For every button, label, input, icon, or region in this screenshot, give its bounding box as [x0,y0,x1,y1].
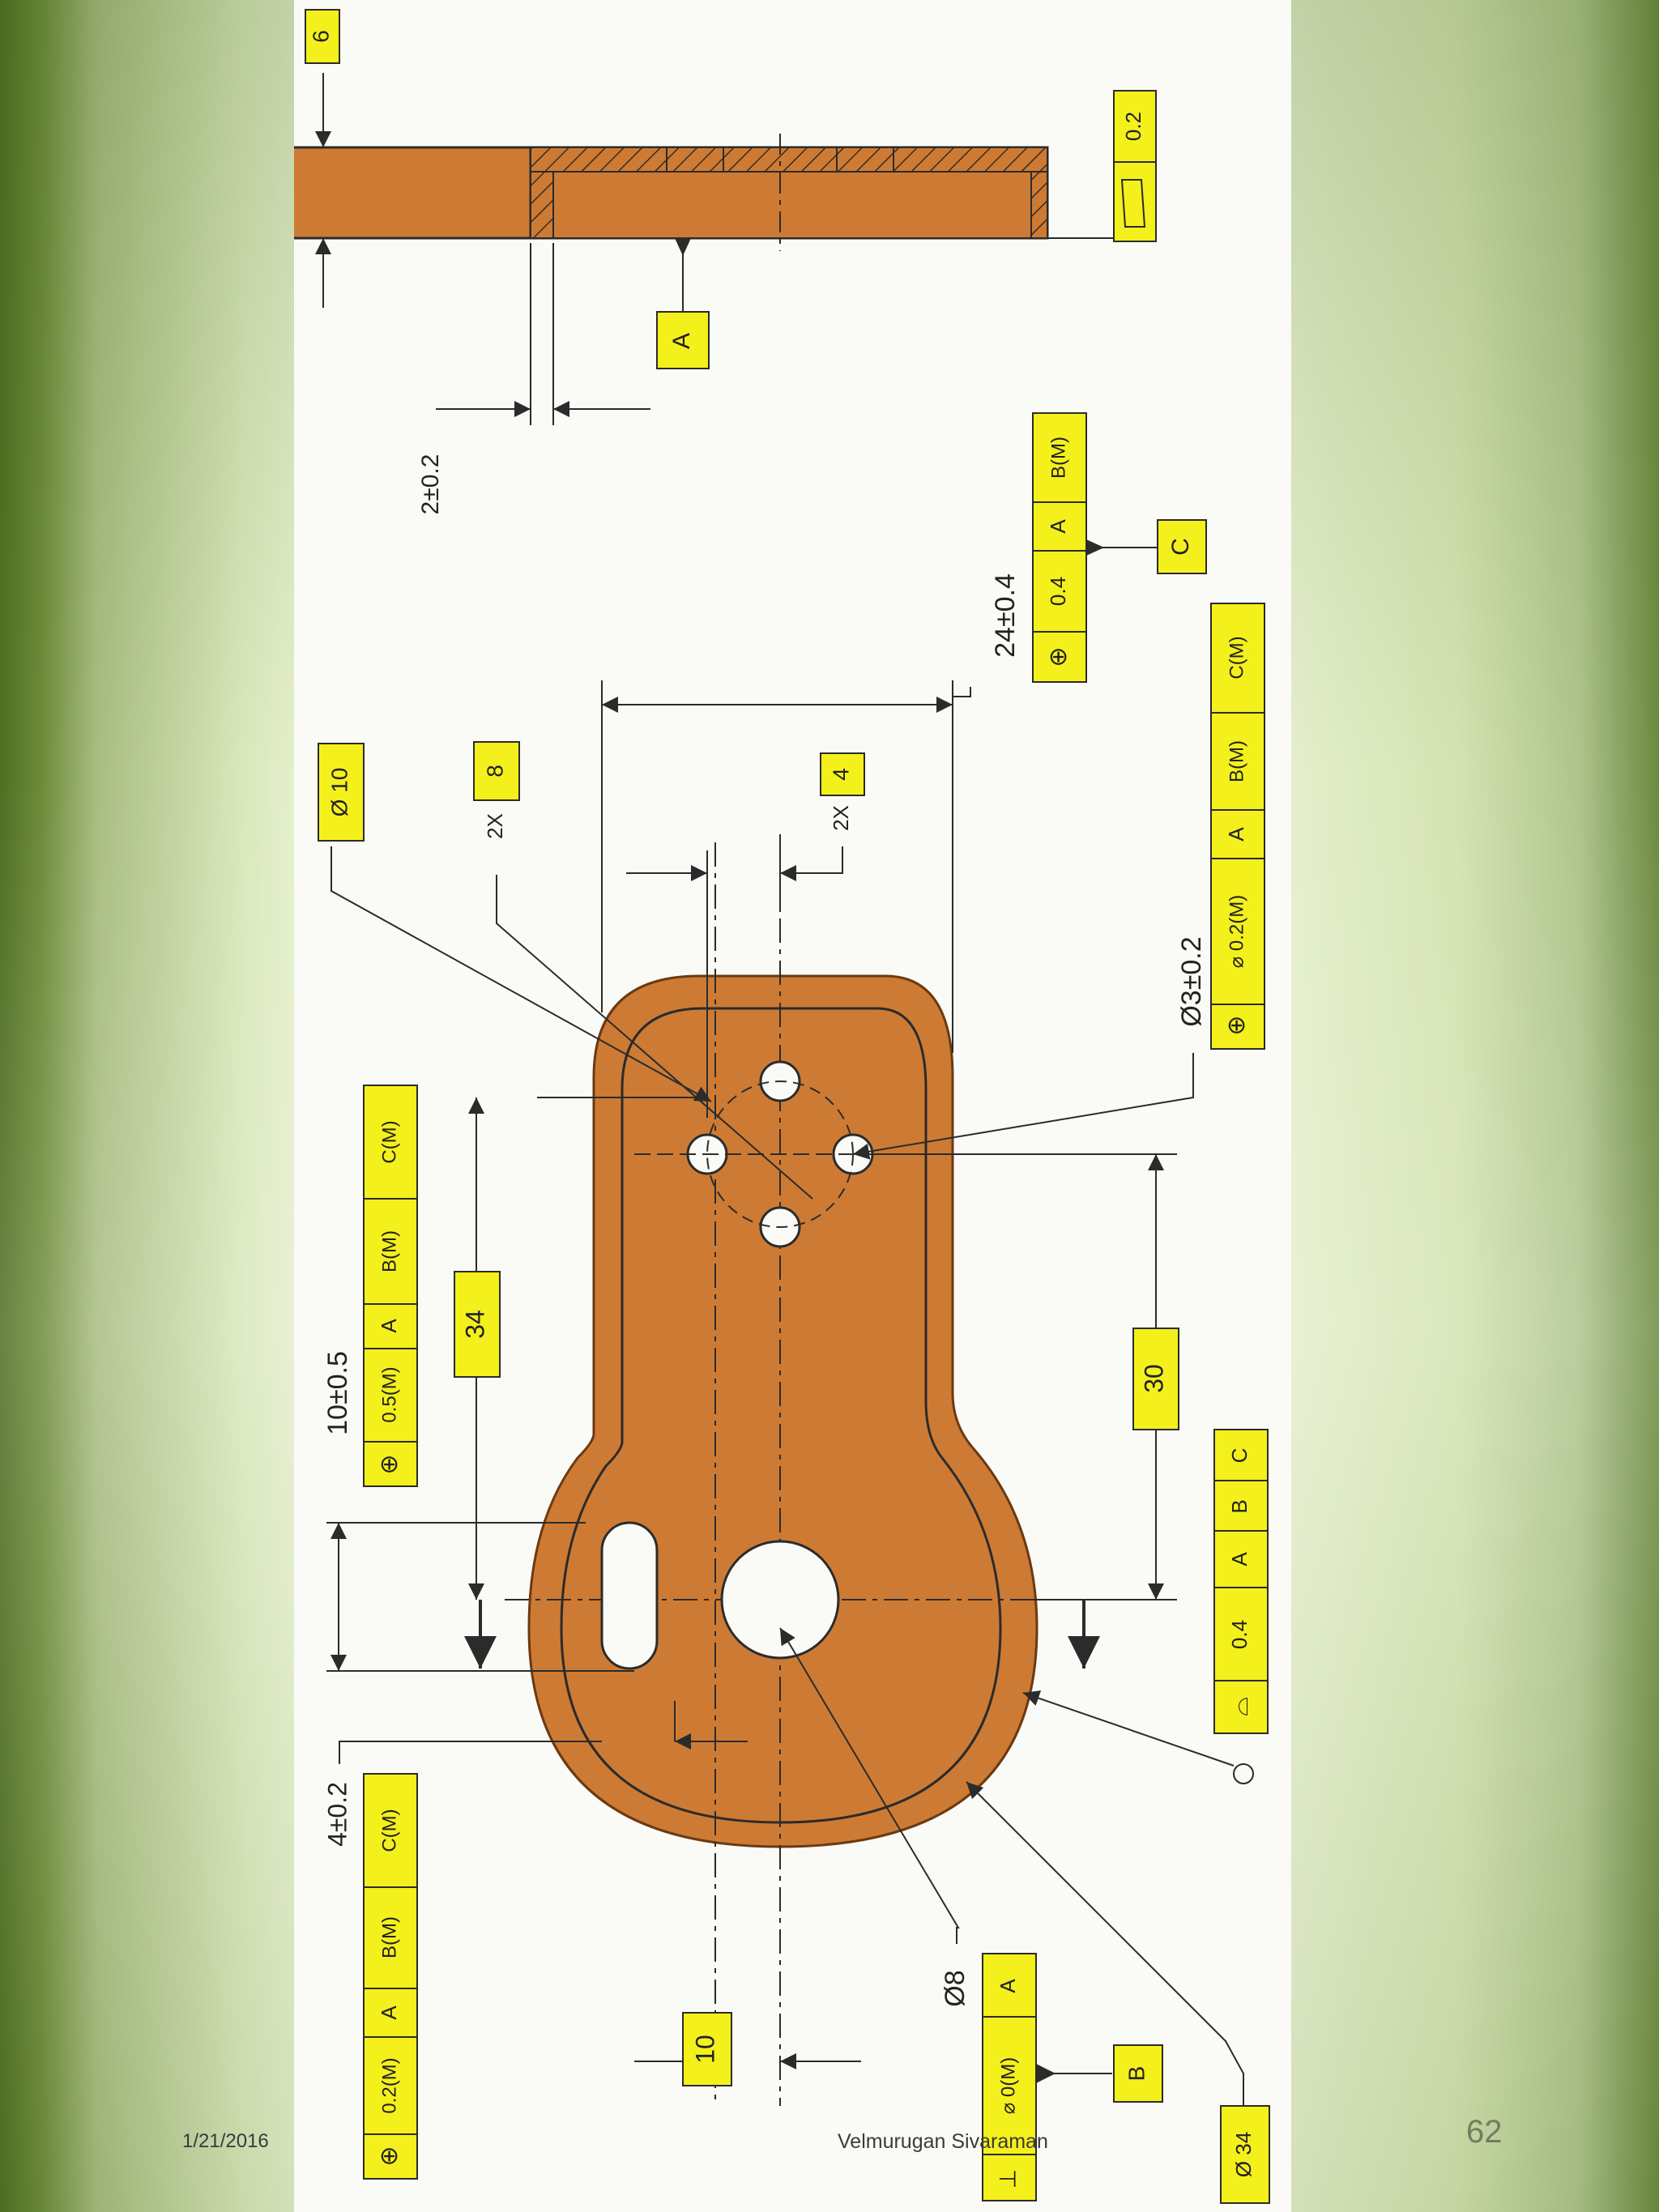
fcf-holes: ⊕ ⌀ 0.2(M) A B(M) C(M) Ø3±0.2 [852,603,1265,1160]
holes-dia-label: Ø3±0.2 [1176,936,1207,1026]
fcf-holes-sym: ⊕ [1223,1015,1250,1035]
dim-width-24: 24±0.4 [601,573,1021,1053]
flatness-value: 0.2 [1121,112,1145,141]
datum-a-label: A [668,333,695,349]
dia34-callout: Ø 34 [966,1781,1270,2204]
fcf-c-a: A [1046,519,1070,534]
fcf-holes-b: B(M) [1226,740,1247,782]
fcf-profile-sym: ⌓ [1226,1697,1253,1716]
dia8-label: Ø8 [940,1970,970,2006]
fcf-pos4: 4±0.2 ⊕ 0.2(M) A B(M) C(M) [322,1701,748,2180]
thickness-label: 6 [308,30,333,43]
twox-8-callout: 8 2X 4 2X [473,741,865,1200]
twox-8-label: 8 [482,765,507,778]
fcf-pos4-b: B(M) [378,1916,400,1958]
dim-34: 34 [454,1097,699,1600]
dia10-callout: Ø 10 [318,743,712,1102]
fcf-slot-b: B(M) [378,1230,400,1272]
dim-4-label: 4±0.2 [322,1782,352,1847]
fcf-profile-tol: 0.4 [1227,1620,1252,1649]
fcf-dia8-sym: ⊥ [995,2169,1020,2189]
wall-label: 2±0.2 [417,454,444,515]
dim-10-label: 10 [690,2035,719,2064]
section-arrows [464,1600,1100,1669]
datum-c-label: C [1167,538,1194,556]
dim-10: 10 [634,2012,861,2086]
dia10-label: Ø 10 [326,768,352,817]
flatness-frame: 0.2 [1047,90,1157,242]
section-plate-visible-group [529,134,1049,251]
dim-30: 30 [861,1153,1179,1600]
fcf-dia8-tol: ⌀ 0(M) [997,2057,1019,2114]
fcf-slot: ⊕ 0.5(M) A B(M) C(M) 10±0.5 [322,1085,634,1672]
twox-8-prefix: 2X [483,813,507,839]
fcf-holes-c: C(M) [1226,636,1247,679]
slot-10-label: 10±0.5 [322,1351,353,1435]
part-plan [505,834,1096,2106]
fcf-c-sym: ⊕ [1045,646,1072,667]
fcf-holes-tol: ⌀ 0.2(M) [1226,895,1247,968]
twox-4-prefix: 2X [829,805,853,831]
page-number: 62 [1466,2114,1503,2150]
dia34-label: Ø 34 [1231,2132,1256,2177]
fcf-c: ⊕ 0.4 A B(M) C [1032,412,1207,683]
width-24-label: 24±0.4 [990,573,1021,658]
twox-4-label: 4 [828,768,853,781]
fcf-dia8-a: A [996,1979,1020,1993]
fcf-slot-sym: ⊕ [376,1454,403,1474]
datum-a: A [656,238,710,369]
fcf-pos4-tol: 0.2(M) [378,2057,400,2113]
fcf-profile-b: B [1227,1499,1252,1513]
fcf-pos4-c: C(M) [378,1809,400,1852]
fcf-profile-a: A [1227,1552,1252,1566]
engineering-drawing: 6 0.2 A 2±0.2 [294,9,1270,2204]
fcf-c-b: B(M) [1047,437,1069,479]
fcf-slot-tol: 0.5(M) [378,1366,400,1422]
footer-date: 1/21/2016 [182,2130,269,2152]
fcf-profile: ⌓ 0.4 A B C [1022,1429,1269,1784]
fcf-holes-a: A [1224,827,1248,842]
dim-34-label: 34 [460,1310,489,1339]
dim-wall: 2±0.2 [417,243,650,514]
dim-30-label: 30 [1139,1364,1168,1393]
footer-author: Velmurugan Sivaraman [838,2130,1048,2153]
fcf-c-tol: 0.4 [1046,577,1070,606]
fcf-pos4-sym: ⊕ [376,2146,403,2166]
fcf-slot-a: A [377,1319,401,1333]
fcf-profile-c: C [1227,1448,1252,1464]
fcf-dia8: Ø8 ⊥ ⌀ 0(M) A B [779,1627,1163,2201]
dim-thickness: 6 [294,9,527,308]
fcf-slot-c: C(M) [378,1120,400,1163]
datum-b-label: B [1124,2066,1149,2082]
fcf-pos4-a: A [377,2005,401,2020]
